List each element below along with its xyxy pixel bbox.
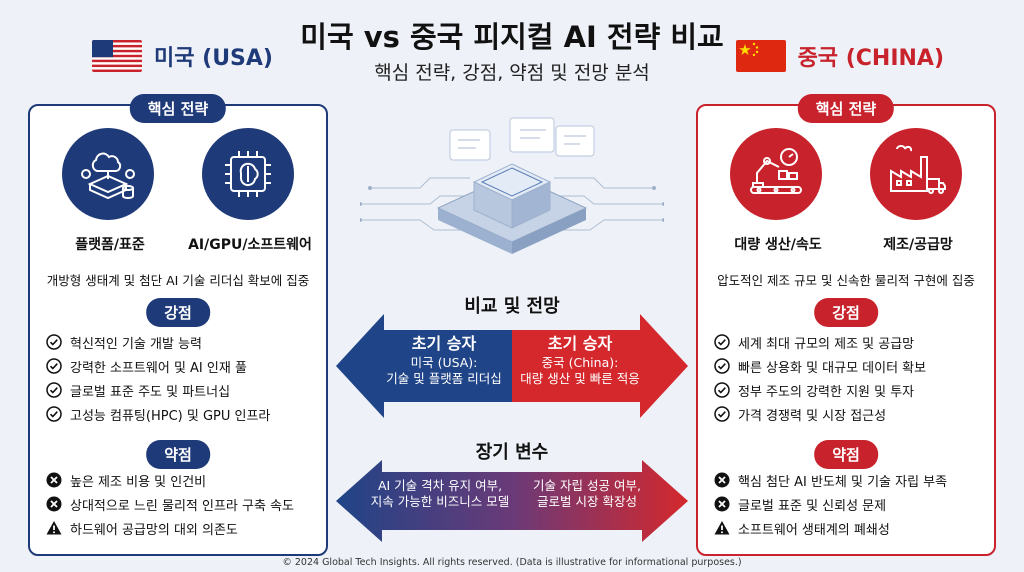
us-weaknesses-list: 높은 제조 비용 및 인건비 상대적으로 느린 물리적 인프라 구축 속도 하드…: [46, 468, 318, 540]
list-item: 혁신적인 기술 개발 능력: [46, 330, 318, 354]
cn-weaknesses-list: 핵심 첨단 AI 반도체 및 기술 자립 부족 글로벌 표준 및 신뢰성 문제 …: [714, 468, 986, 540]
list-item: 핵심 첨단 AI 반도체 및 기술 자립 부족: [714, 468, 986, 492]
longterm-arrow: AI 기술 격차 유지 여부, 지속 가능한 비즈니스 모델 기술 자립 성공 …: [336, 456, 688, 546]
cn-country-name: 중국 (CHINA): [797, 46, 944, 71]
us-icon1-label: 플랫폼/표준: [75, 237, 145, 253]
cn-description: 압도적인 제조 규모 및 신속한 물리적 구현에 집중: [717, 273, 975, 288]
list-item: 글로벌 표준 주도 및 파트너십: [46, 378, 318, 402]
us-weaknesses-pill: 약점: [146, 440, 210, 469]
comparison-arrow: 초기 승자 미국 (USA): 기술 및 플랫폼 리더십 초기 승자 중국 (C…: [336, 306, 688, 426]
cn-header: 중국 (CHINA): [735, 40, 944, 72]
check-icon: [714, 406, 730, 422]
list-item: 글로벌 표준 및 신뢰성 문제: [714, 492, 986, 516]
platform-icon: [62, 128, 154, 220]
cn-winner-text: 초기 승자 중국 (China): 대량 생산 및 빠른 적응: [520, 334, 640, 387]
check-icon: [46, 334, 62, 350]
list-item: 강력한 소프트웨어 및 AI 인재 풀: [46, 354, 318, 378]
list-item: 높은 제조 비용 및 인건비: [46, 468, 318, 492]
chip-illustration-icon: [360, 117, 664, 254]
comparison-title: 비교 및 전망: [464, 296, 560, 317]
longterm-title: 장기 변수: [475, 442, 549, 463]
cn-strengths-pill: 강점: [814, 298, 878, 327]
x-circle-icon: [46, 472, 62, 488]
us-country-name: 미국 (USA): [154, 46, 273, 71]
cn-panel: 핵심 전략 대량 생산/속도 제조/공급망 압도적인 제조 규모 및 신속한 물…: [696, 94, 996, 556]
list-item: 빠른 상용화 및 대규모 데이터 확보: [714, 354, 986, 378]
warning-icon: [714, 520, 730, 536]
list-item: 가격 경쟁력 및 시장 접근성: [714, 402, 986, 426]
check-icon: [46, 382, 62, 398]
list-item: 소프트웨어 생태계의 폐쇄성: [714, 516, 986, 540]
check-icon: [714, 382, 730, 398]
ai-chip-icon: [202, 128, 294, 220]
warning-icon: [46, 520, 62, 536]
robot-arm-icon: [730, 128, 822, 220]
cn-longterm-text: 기술 자립 성공 여부, 글로벌 시장 확장성: [533, 478, 641, 510]
check-icon: [46, 406, 62, 422]
us-winner-text: 초기 승자 미국 (USA): 기술 및 플랫폼 리더십: [386, 334, 502, 387]
us-strengths-list: 혁신적인 기술 개발 능력 강력한 소프트웨어 및 AI 인재 풀 글로벌 표준…: [46, 330, 318, 426]
us-description: 개방형 생태계 및 첨단 AI 기술 리더십 확보에 집중: [46, 273, 310, 288]
cn-strengths-list: 세계 최대 규모의 제조 및 공급망 빠른 상용화 및 대규모 데이터 확보 정…: [714, 330, 986, 426]
us-flag-icon: [92, 40, 142, 72]
us-header: 미국 (USA): [92, 40, 273, 72]
x-circle-icon: [714, 496, 730, 512]
us-longterm-text: AI 기술 격차 유지 여부, 지속 가능한 비즈니스 모델: [370, 478, 510, 510]
us-strengths-pill: 강점: [146, 298, 210, 327]
cn-flag-icon: [735, 40, 786, 72]
check-icon: [46, 358, 62, 374]
cn-strategy-pill: 핵심 전략: [797, 94, 895, 123]
cn-weaknesses-pill: 약점: [814, 440, 878, 469]
list-item: 세계 최대 규모의 제조 및 공급망: [714, 330, 986, 354]
list-item: 고성능 컴퓨팅(HPC) 및 GPU 인프라: [46, 402, 318, 426]
us-icon2-label: AI/GPU/소프트웨어: [188, 237, 312, 253]
page-title: 미국 vs 중국 피지컬 AI 전략 비교: [300, 20, 724, 54]
list-item: 하드웨어 공급망의 대외 의존도: [46, 516, 318, 540]
x-circle-icon: [46, 496, 62, 512]
check-icon: [714, 334, 730, 350]
cn-icon1-label: 대량 생산/속도: [734, 237, 822, 253]
us-panel: 핵심 전략 플랫폼/표준 AI/GPU/소프트웨어 개방형 생태계 및 첨단 A…: [28, 94, 328, 556]
factory-icon: [870, 128, 962, 220]
footer-copyright: © 2024 Global Tech Insights. All rights …: [282, 557, 742, 568]
page-subtitle: 핵심 전략, 강점, 약점 및 전망 분석: [374, 62, 650, 84]
check-icon: [714, 358, 730, 374]
x-circle-icon: [714, 472, 730, 488]
us-strategy-pill: 핵심 전략: [129, 94, 227, 123]
cn-icon2-label: 제조/공급망: [883, 237, 953, 253]
list-item: 정부 주도의 강력한 지원 및 투자: [714, 378, 986, 402]
list-item: 상대적으로 느린 물리적 인프라 구축 속도: [46, 492, 318, 516]
